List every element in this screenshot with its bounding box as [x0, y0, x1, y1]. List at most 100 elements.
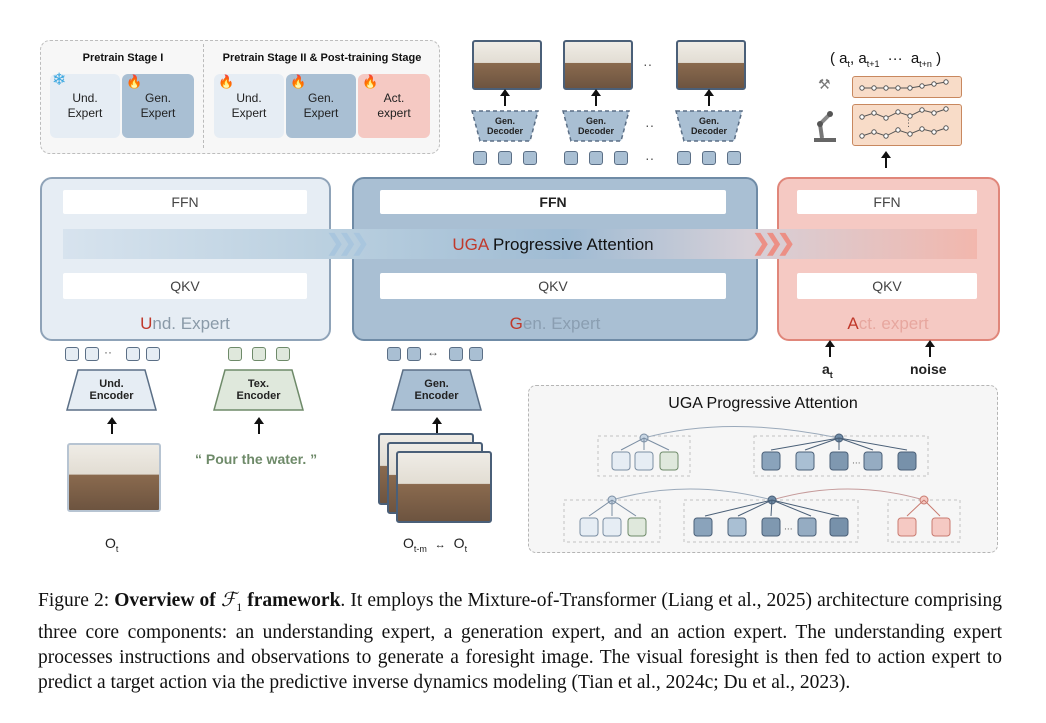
gen-encoder-label: Gen. Encoder — [414, 378, 459, 402]
attention-band — [63, 229, 977, 259]
stage2-und-expert: 🔥 Und. Expert — [214, 74, 284, 138]
arrow-icon — [591, 89, 601, 106]
token — [228, 347, 242, 361]
arrow-icon — [704, 89, 714, 106]
chevron-right-icon: ❯❯❯ — [752, 230, 795, 255]
gen-encoder-shape — [391, 369, 482, 411]
und-ffn: FFN — [63, 190, 307, 214]
stage2-act-expert: 🔥 Act. expert — [358, 74, 430, 138]
encoder-shapes — [66, 369, 482, 411]
token — [702, 151, 716, 165]
svg-text:···: ··· — [784, 525, 793, 535]
gen-decoder-shape — [471, 110, 539, 142]
tex-encoder-shape — [213, 369, 304, 411]
stage2-title: Pretrain Stage II & Post-training Stage — [222, 52, 422, 64]
legend-label: Act. expert — [377, 91, 411, 120]
noise-label: noise — [910, 361, 947, 377]
arrow-icon — [825, 340, 835, 357]
fire-icon: 🔥 — [290, 74, 307, 89]
observation-range-label: Ot-m ↔ Ot — [403, 535, 468, 554]
figure-caption: Figure 2: Overview of ℱ1 framework. It e… — [38, 588, 1002, 695]
action-input-label: at — [822, 361, 833, 380]
arrow-icon — [107, 417, 117, 434]
token — [564, 151, 578, 165]
arrow-icon — [432, 417, 442, 434]
caption-bold-lead: Overview of ℱ1 framework — [114, 590, 341, 614]
token — [589, 151, 603, 165]
token — [523, 151, 537, 165]
chevron-right-icon: ❯❯❯ — [326, 230, 369, 255]
token — [146, 347, 160, 361]
token — [449, 347, 463, 361]
gen-decoder-shape — [675, 110, 743, 142]
robot-arm-icon — [810, 108, 840, 144]
arrow-icon — [925, 340, 935, 357]
arrow-icon — [881, 151, 891, 168]
legend-label: Gen. Expert — [303, 91, 339, 120]
svg-text:···: ··· — [852, 459, 861, 469]
caption-figure-number: Figure 2: — [38, 590, 110, 611]
robot-gripper-icon: ⚒ — [818, 76, 831, 92]
token-ellipsis: ·· — [104, 345, 112, 359]
token — [276, 347, 290, 361]
token — [469, 347, 483, 361]
token — [614, 151, 628, 165]
tex-encoder-label: Tex. Encoder — [236, 378, 281, 402]
arrow-icon — [254, 417, 264, 434]
legend-label: Gen. Expert — [140, 91, 176, 120]
instruction-text: “ Pour the water. ” — [195, 451, 318, 467]
und-qkv: QKV — [63, 273, 307, 299]
gen-decoder-label: Gen. Decoder — [486, 116, 523, 136]
gen-decoder-label: Gen. Decoder — [577, 116, 614, 136]
token — [473, 151, 487, 165]
und-encoder-label: Und. Encoder — [89, 378, 134, 402]
token — [126, 347, 140, 361]
gen-expert-name: Gen. Expert — [509, 314, 601, 333]
fire-icon: 🔥 — [362, 74, 379, 89]
attention-label: UGA Progressive Attention — [452, 235, 654, 254]
decoder-shapes — [471, 110, 743, 142]
token — [85, 347, 99, 361]
act-ffn: FFN — [797, 190, 977, 214]
arm-action-box — [852, 104, 962, 146]
decoder-ellipsis: ·· — [645, 117, 655, 133]
gen-decoder-shape — [562, 110, 630, 142]
observation-label: Ot — [105, 535, 119, 554]
observation-stack-front — [396, 451, 492, 523]
token — [677, 151, 691, 165]
token-ellipsis: ↔ — [427, 345, 439, 359]
uga-attention-diagram: ··· ··· — [563, 426, 961, 543]
action-trajectories: ⋮ — [859, 79, 949, 139]
und-expert-name: Und. Expert — [140, 314, 230, 333]
stage2-gen-expert: 🔥 Gen. Expert — [286, 74, 356, 138]
fire-icon: 🔥 — [126, 74, 143, 89]
token — [407, 347, 421, 361]
stage1-gen-expert: 🔥 Gen. Expert — [122, 74, 194, 138]
token — [387, 347, 401, 361]
stage1-title: Pretrain Stage I — [82, 52, 164, 64]
act-qkv: QKV — [797, 273, 977, 299]
token — [252, 347, 266, 361]
caption-body: . It employs the Mixture-of-Transformer … — [38, 590, 1002, 693]
token — [727, 151, 741, 165]
legend-label: Und. Expert — [67, 91, 103, 120]
act-expert-name: Act. expert — [847, 314, 929, 333]
token — [65, 347, 79, 361]
legend-label: Und. Expert — [231, 91, 267, 120]
token-ellipsis: ·· — [645, 150, 655, 166]
snowflake-icon: ❄ — [52, 70, 67, 89]
gen-qkv: QKV — [380, 273, 726, 299]
uga-panel-title: UGA Progressive Attention — [668, 395, 858, 412]
action-sequence-label: ( at, at+1 ··· at+n ) — [830, 50, 942, 69]
gen-ffn: FFN — [380, 190, 726, 214]
observation-image — [67, 443, 161, 512]
frames-ellipsis: ·· — [643, 56, 653, 72]
und-encoder-shape — [66, 369, 157, 411]
fire-icon: 🔥 — [218, 74, 235, 89]
token — [498, 151, 512, 165]
stage1-und-expert: ❄ Und. Expert — [50, 70, 120, 138]
arrow-icon — [500, 89, 510, 106]
stage-divider — [203, 44, 204, 148]
svg-text:⋮: ⋮ — [904, 119, 913, 129]
gen-decoder-label: Gen. Decoder — [690, 116, 727, 136]
